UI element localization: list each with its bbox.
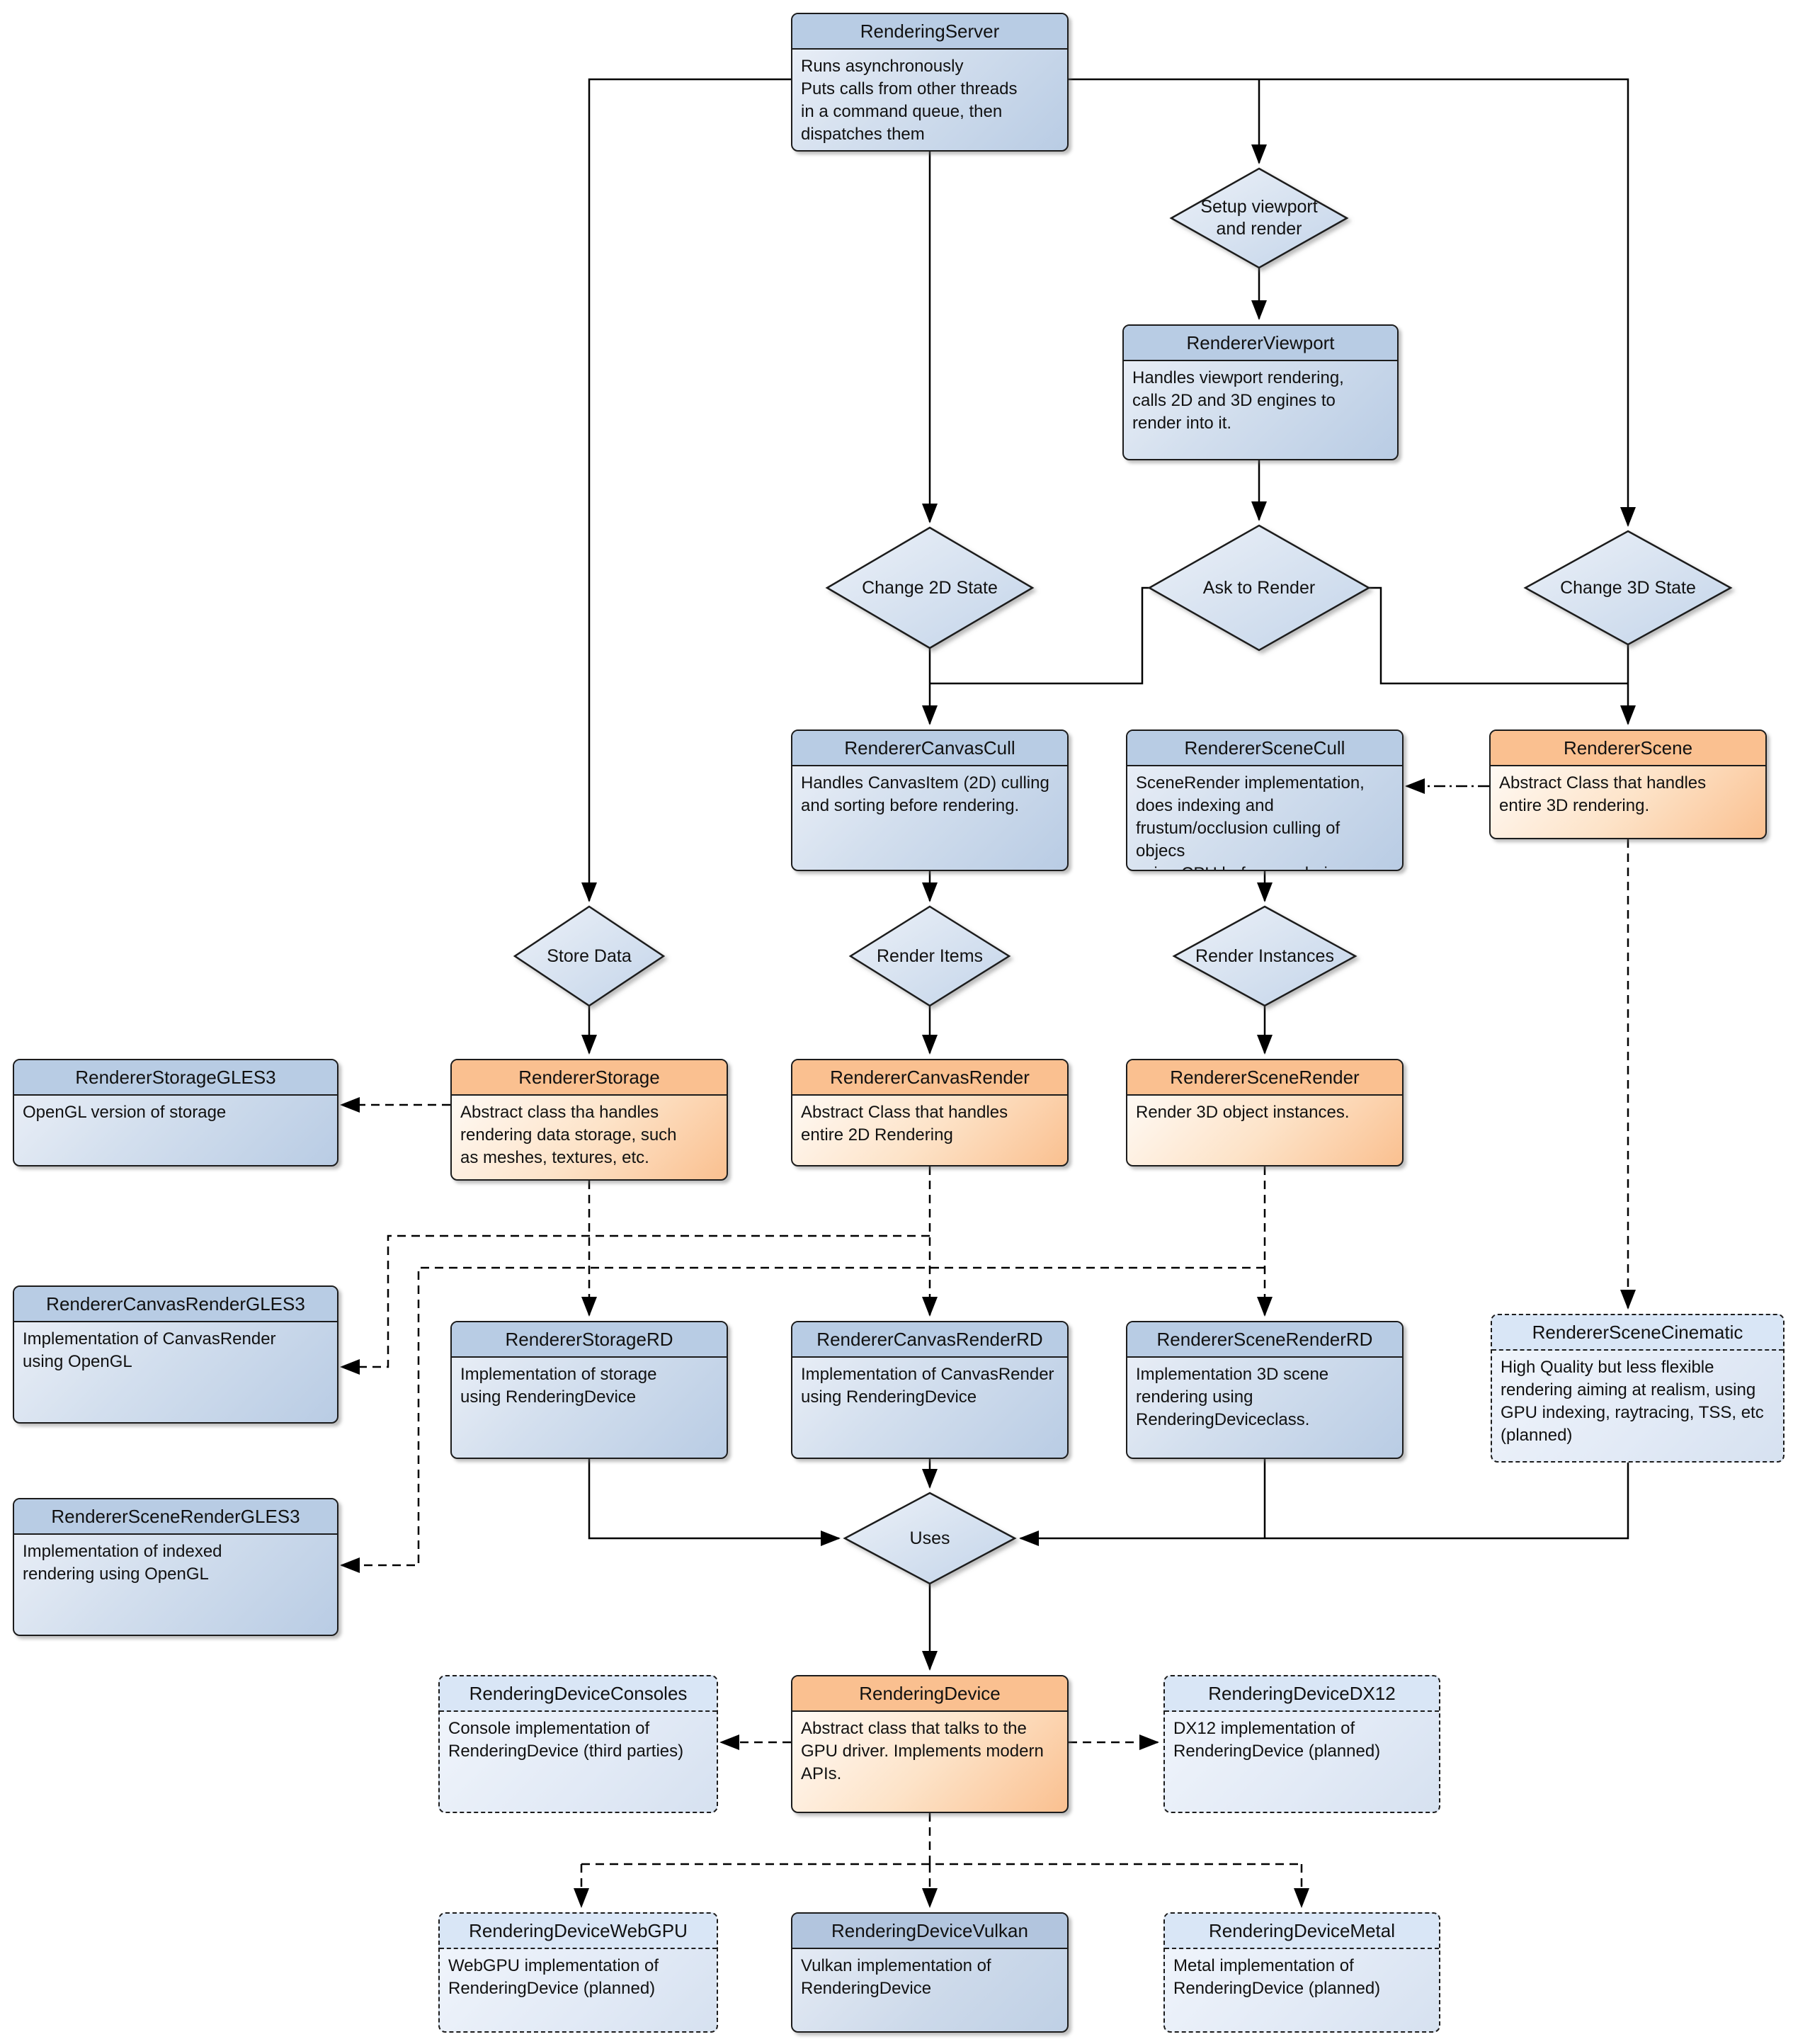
node-title: RendererSceneRenderGLES3 [14, 1499, 337, 1535]
decision-ask-to-render-shape [1147, 524, 1371, 652]
node-renderer-scene: RendererScene Abstract Class that handle… [1489, 729, 1767, 839]
node-renderer-canvas-render-rd: RendererCanvasRenderRD Implementation of… [791, 1321, 1069, 1459]
edge-scene-render-to-scene-render-gles3 [340, 1266, 1265, 1573]
node-body: Implementation 3D scene rendering using … [1136, 1365, 1329, 1429]
node-rendering-device-consoles: RenderingDeviceConsoles Console implemen… [438, 1675, 718, 1813]
decision-setup-viewport-shape [1169, 167, 1349, 269]
node-renderer-storage-rd: RendererStorageRD Implementation of stor… [450, 1321, 728, 1459]
node-title: RendererStorageGLES3 [14, 1060, 337, 1096]
node-body: Implementation of CanvasRender using Ren… [801, 1365, 1054, 1407]
node-title: RenderingDeviceWebGPU [440, 1914, 717, 1949]
edge-server-to-change-3d [1069, 78, 1636, 527]
node-body: DX12 implementation of RenderingDevice (… [1173, 1719, 1381, 1761]
node-body: Handles CanvasItem (2D) culling and sort… [801, 773, 1049, 815]
node-rendering-server: RenderingServer Runs asynchronously Puts… [791, 13, 1069, 152]
node-renderer-scene-cinematic: RendererSceneCinematic High Quality but … [1491, 1314, 1785, 1463]
node-body: Handles viewport rendering, calls 2D and… [1132, 368, 1344, 433]
node-rendering-device-dx12: RenderingDeviceDX12 DX12 implementation … [1163, 1675, 1440, 1813]
node-rendering-device: RenderingDevice Abstract class that talk… [791, 1675, 1069, 1813]
node-renderer-storage: RendererStorage Abstract class tha handl… [450, 1059, 728, 1181]
node-title: RendererStorage [452, 1060, 727, 1096]
node-title: RenderingDeviceConsoles [440, 1676, 717, 1712]
node-renderer-viewport: RendererViewport Handles viewport render… [1122, 324, 1399, 460]
node-renderer-canvas-render-gles3: RendererCanvasRenderGLES3 Implementation… [13, 1285, 338, 1424]
node-renderer-scene-render-gles3: RendererSceneRenderGLES3 Implementation … [13, 1498, 338, 1636]
node-title: RendererSceneRender [1127, 1060, 1402, 1096]
node-title: RenderingDeviceVulkan [792, 1914, 1067, 1949]
decision-store-data-shape [513, 905, 666, 1007]
node-title: RenderingDeviceDX12 [1165, 1676, 1439, 1712]
node-title: RenderingServer [792, 14, 1067, 50]
node-title: RenderingDevice [792, 1676, 1067, 1712]
node-body: Implementation of indexed rendering usin… [23, 1542, 222, 1584]
node-renderer-scene-cull: RendererSceneCull SceneRender implementa… [1126, 729, 1404, 871]
dashed-edges [340, 839, 1636, 1908]
node-body: High Quality but less flexible rendering… [1501, 1358, 1764, 1445]
solid-edges [581, 78, 1636, 1671]
edge-server-to-store-data [581, 78, 791, 902]
node-renderer-canvas-cull: RendererCanvasCull Handles CanvasItem (2… [791, 729, 1069, 871]
node-title: RendererCanvasRenderGLES3 [14, 1287, 337, 1322]
node-title: RendererCanvasRenderRD [792, 1322, 1067, 1358]
node-title: RendererSceneCull [1127, 731, 1402, 766]
edge-canvas-render-to-canvas-render-gles3 [340, 1234, 930, 1375]
edge-ask-render-left-branch [930, 586, 1149, 685]
node-body: WebGPU implementation of RenderingDevice… [448, 1956, 659, 1998]
node-title: RendererSceneRenderRD [1127, 1322, 1402, 1358]
node-renderer-scene-render-rd: RendererSceneRenderRD Implementation 3D … [1126, 1321, 1404, 1459]
edge-storage-rd-to-uses [588, 1459, 841, 1546]
node-title: RendererStorageRD [452, 1322, 727, 1358]
node-body: Abstract class tha handles rendering dat… [460, 1103, 677, 1167]
node-body: Implementation of CanvasRender using Ope… [23, 1329, 276, 1371]
node-renderer-scene-render: RendererSceneRender Render 3D object ins… [1126, 1059, 1404, 1166]
decision-change-3d-shape [1523, 530, 1733, 646]
node-title: RenderingDeviceMetal [1165, 1914, 1439, 1949]
node-body: Runs asynchronously Puts calls from othe… [801, 57, 1018, 144]
edge-cinematic-column-to-uses [1019, 1463, 1629, 1546]
node-body: Metal implementation of RenderingDevice … [1173, 1956, 1381, 1998]
decision-shapes [513, 167, 1733, 1585]
node-body: Console implementation of RenderingDevic… [448, 1719, 684, 1761]
decision-render-instances-shape [1172, 905, 1357, 1007]
decision-change-2d-shape [825, 526, 1035, 649]
node-title: RendererScene [1491, 731, 1765, 766]
node-renderer-storage-gles3: RendererStorageGLES3 OpenGL version of s… [13, 1059, 338, 1166]
edge-ask-render-right-branch [1369, 586, 1628, 685]
node-body: Render 3D object instances. [1136, 1103, 1350, 1122]
node-body: Abstract Class that handles entire 2D Re… [801, 1103, 1008, 1145]
node-title: RendererCanvasRender [792, 1060, 1067, 1096]
decision-uses-shape [843, 1492, 1017, 1585]
decision-render-items-shape [848, 905, 1011, 1007]
node-body: Implementation of storage using Renderin… [460, 1365, 657, 1407]
node-body: SceneRender implementation, does indexin… [1136, 773, 1365, 870]
node-rendering-device-metal: RenderingDeviceMetal Metal implementatio… [1163, 1912, 1440, 2033]
node-title: RendererViewport [1124, 326, 1397, 361]
node-body: OpenGL version of storage [23, 1103, 227, 1122]
node-renderer-canvas-render: RendererCanvasRender Abstract Class that… [791, 1059, 1069, 1166]
node-body: Vulkan implementation of RenderingDevice [801, 1956, 991, 1998]
node-body: Abstract Class that handles entire 3D re… [1499, 773, 1707, 815]
node-title: RendererSceneCinematic [1492, 1315, 1783, 1351]
node-rendering-device-vulkan: RenderingDeviceVulkan Vulkan implementat… [791, 1912, 1069, 2033]
node-body: Abstract class that talks to the GPU dri… [801, 1719, 1044, 1783]
node-title: RendererCanvasCull [792, 731, 1067, 766]
node-rendering-device-webgpu: RenderingDeviceWebGPU WebGPU implementat… [438, 1912, 718, 2033]
